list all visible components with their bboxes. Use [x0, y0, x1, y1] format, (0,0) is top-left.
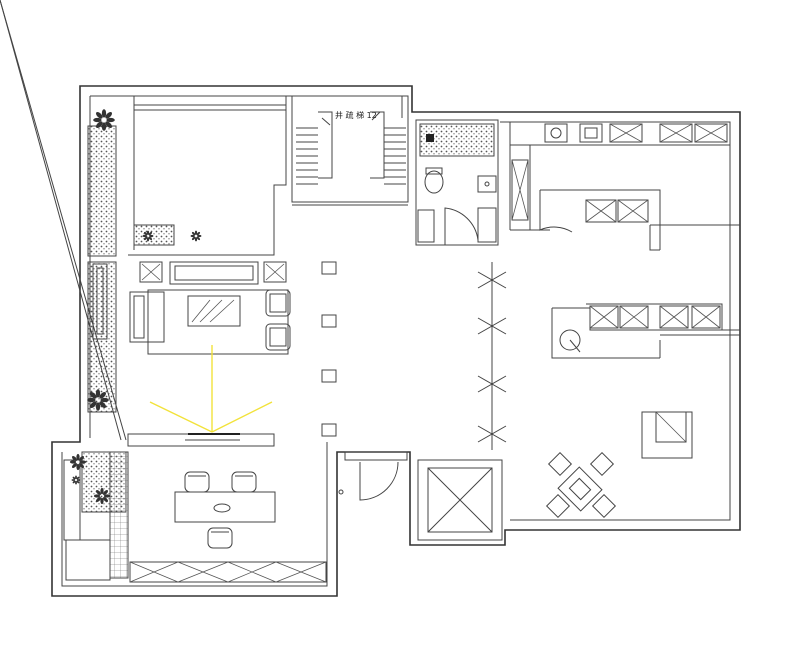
cabinet-cross [694, 123, 728, 143]
plant-icon [78, 462, 85, 469]
entry-door [344, 451, 408, 501]
plant-icon [93, 494, 101, 498]
plant-icon [196, 231, 201, 236]
stair-label: 井 疏 梯 12 [335, 110, 377, 120]
plants [69, 109, 202, 505]
plant-icon [194, 230, 198, 235]
plant-icon [101, 122, 107, 131]
living-room [129, 261, 291, 355]
kitchen-cabinets [509, 122, 740, 251]
columns [321, 261, 337, 437]
plant-icon [95, 111, 103, 119]
plant-icon [194, 237, 198, 242]
cabinet [589, 305, 619, 329]
kitchen-island [551, 303, 740, 359]
study-room [63, 451, 327, 583]
plant-icon [93, 117, 102, 123]
cabinet [609, 123, 643, 143]
chair-icon [184, 471, 210, 493]
chair-seat [269, 327, 287, 347]
cabinet-cross [691, 305, 721, 329]
plant-icon [76, 476, 80, 480]
plant-icon [95, 389, 101, 398]
plant-icon [103, 494, 111, 498]
upper-left-room [128, 96, 287, 256]
dining-set [545, 451, 617, 519]
plant-icon [196, 236, 201, 241]
plant-icon [197, 234, 202, 238]
plant-icon [142, 234, 147, 238]
chair-icon [265, 289, 291, 317]
plant-icon [71, 479, 75, 481]
plant-icon [100, 397, 109, 403]
plant-icon [76, 480, 80, 484]
chair-icon [231, 471, 257, 493]
plant-icon [71, 462, 78, 469]
plant-icon [100, 487, 104, 495]
cabinet-cross [659, 123, 693, 143]
bathroom [415, 119, 499, 246]
plant-icon [105, 111, 113, 119]
plant-icon [143, 236, 148, 241]
plant-icon [75, 481, 77, 485]
plant-icon [148, 231, 153, 236]
side-table [641, 411, 693, 459]
left-garden-strip [0, 0, 127, 441]
plant-icon [72, 476, 76, 480]
plant-icon [79, 460, 87, 464]
chair-icon [547, 451, 573, 477]
plant-icon [191, 236, 196, 241]
plant-icon [95, 496, 102, 503]
plant-icon [143, 231, 148, 236]
plant-icon [99, 401, 107, 409]
plant-icon [146, 230, 150, 235]
chair-seat [269, 293, 287, 313]
plant-icon [89, 401, 97, 409]
plant-icon [101, 109, 107, 118]
cabinet-cross [609, 123, 643, 143]
plant-icon [146, 237, 150, 242]
plant-icon [95, 489, 102, 496]
plant-icon [102, 489, 109, 496]
cabinet [659, 305, 689, 329]
plant-icon [148, 236, 153, 241]
plant-icon [100, 497, 104, 505]
plant-icon [71, 455, 78, 462]
plant-icon [76, 453, 80, 461]
plant-icon [106, 117, 115, 123]
plant-icon [102, 496, 109, 503]
plant-icon [95, 402, 101, 411]
plant-icon [99, 391, 107, 399]
cabinet-cross [589, 305, 619, 329]
cabinet [659, 123, 693, 143]
plant-icon [191, 231, 196, 236]
plant-icon [78, 455, 85, 462]
plant-icon [69, 460, 77, 464]
light-fan [149, 345, 273, 433]
plant-icon [77, 479, 81, 481]
plant-icon [75, 475, 77, 479]
plant-icon [190, 234, 195, 238]
cabinet [619, 305, 649, 329]
chair-icon [207, 527, 233, 549]
sink-icon [477, 175, 497, 193]
plant-icon [95, 121, 103, 129]
plant-icon [87, 397, 96, 403]
plant-icon [72, 480, 76, 484]
plant-icon [149, 234, 154, 238]
lift-shaft [417, 459, 503, 541]
cabinet-cross [659, 305, 689, 329]
toilet-icon [424, 170, 444, 194]
plant-icon [76, 463, 80, 471]
cabinet-cross [619, 305, 649, 329]
staircase: 井 疏 梯 12 [291, 95, 409, 206]
cabinet [691, 305, 721, 329]
sliding-partition [477, 262, 507, 450]
plant-icon [89, 391, 97, 399]
chair-icon [265, 323, 291, 351]
tv-cabinet [127, 433, 275, 447]
plant-icon [105, 121, 113, 129]
cabinet [694, 123, 728, 143]
